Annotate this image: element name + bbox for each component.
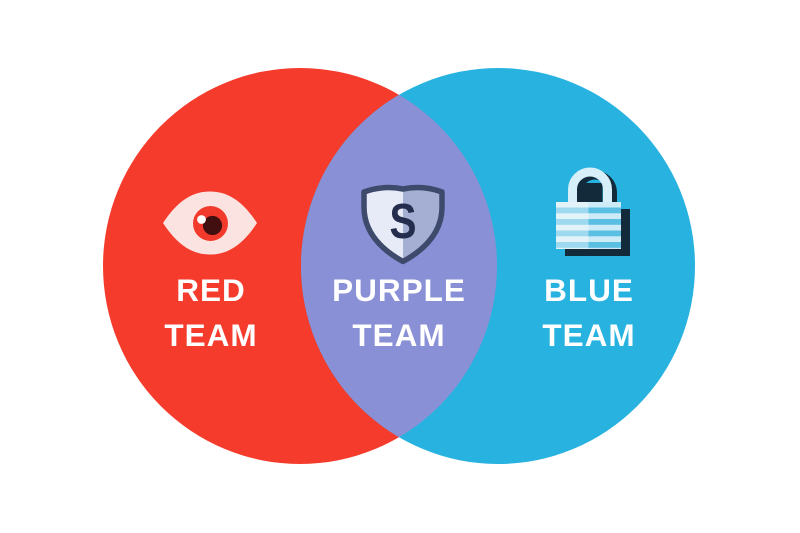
- shield-outline: [361, 184, 445, 265]
- purple-team-overlap: [301, 68, 497, 464]
- blue-team-label-line2: TEAM: [542, 317, 636, 353]
- padlock-shackle: [568, 167, 612, 206]
- blue-team-label: BLUE TEAM: [479, 268, 699, 358]
- padlock-left-highlight: [556, 202, 589, 249]
- purple-team-label-line1: PURPLE: [332, 272, 466, 308]
- red-team-label-line2: TEAM: [164, 317, 258, 353]
- padlock-icon: [556, 167, 630, 256]
- red-team-label: RED TEAM: [101, 268, 321, 358]
- purple-team-label-line2: TEAM: [352, 317, 446, 353]
- shield-letter: S: [390, 195, 417, 249]
- purple-team-label: PURPLE TEAM: [289, 268, 509, 358]
- red-team-label-line1: RED: [176, 272, 246, 308]
- eye-pupil: [202, 215, 223, 236]
- padlock-keyhole-dark: [577, 183, 603, 204]
- eye-highlight: [197, 215, 206, 224]
- eye-icon: [163, 191, 257, 255]
- blue-team-label-line1: BLUE: [544, 272, 634, 308]
- shield-icon: S: [361, 184, 445, 265]
- padlock-stripes: [556, 207, 621, 248]
